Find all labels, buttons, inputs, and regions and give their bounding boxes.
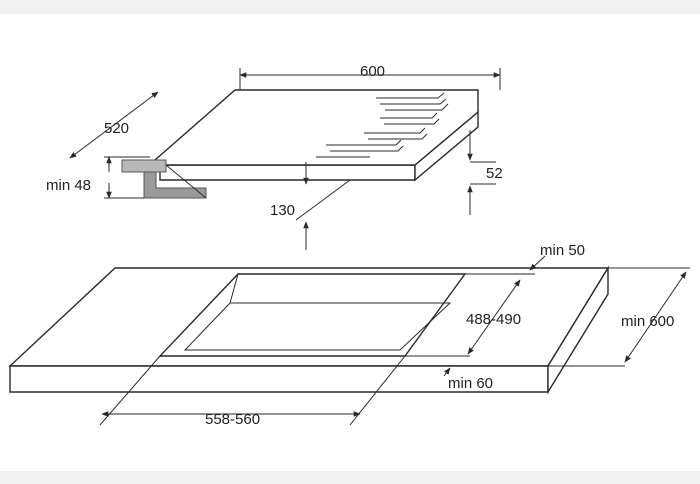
cutout-inner [183,302,452,351]
dim-counter-depth: min 600 [548,267,690,367]
label-min-counter-gap: min 48 [46,177,91,194]
label-counter-depth: min 600 [621,313,674,330]
dim-cutout-width: 558-560 [99,355,406,428]
label-hob-width: 600 [360,63,385,80]
hob-base [159,164,416,181]
top-frame-strip [0,0,700,14]
countertop-drawing [8,265,610,395]
dim-min-counter-gap: min 48 [46,156,150,199]
label-hob-clearance: 130 [270,202,295,219]
dim-min-back-edge: min 50 [465,242,585,275]
label-min-back-edge: min 50 [540,242,585,259]
label-cutout-depth: 488-490 [466,311,521,328]
hob-controls [316,92,449,158]
mounting-bracket [121,159,207,199]
countertop-side [547,265,609,395]
dim-hob-depth: 520 [69,91,159,159]
label-cutout-width: 558-560 [205,411,260,428]
dim-hob-width: 600 [239,63,501,90]
bottom-frame-strip [0,471,700,484]
label-hob-height: 52 [486,165,503,182]
dim-hob-height: 52 [467,130,503,215]
hob-drawing [121,89,479,199]
label-min-front-edge: min 60 [448,375,493,392]
dim-cutout-depth: 488-490 [466,279,521,355]
dim-hob-clearance: 130 [270,162,351,250]
label-hob-depth: 520 [104,120,129,137]
dim-min-front-edge: min 60 [405,355,548,392]
